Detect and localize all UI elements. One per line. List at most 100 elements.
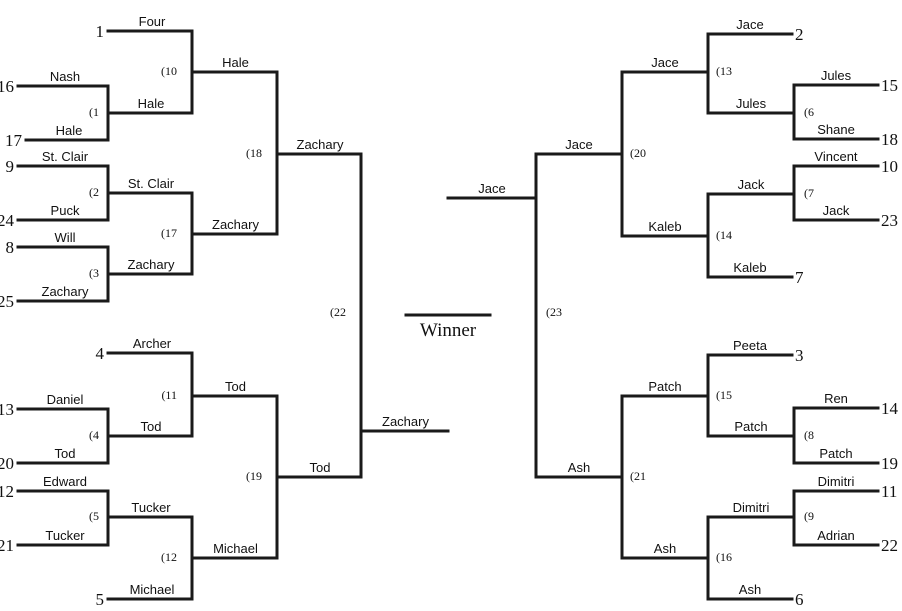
game-number-g6: (6 — [804, 105, 814, 119]
seed-number-15: 15 — [881, 76, 898, 95]
game-number-g21: (21 — [630, 469, 646, 483]
winner-name-g23: Jace — [478, 181, 505, 196]
entrant-name-seed-9: St. Clair — [42, 149, 89, 164]
game-number-g2: (2 — [89, 185, 99, 199]
entrant-name-seed-6: Ash — [739, 582, 761, 597]
winner-name-g13: Jace — [651, 55, 678, 70]
seed-number-8: 8 — [6, 238, 15, 257]
game-number-g3: (3 — [89, 266, 99, 280]
seed-number-24: 24 — [0, 211, 15, 230]
winner-name-g12: Michael — [213, 541, 258, 556]
game-number-g13: (13 — [716, 64, 732, 78]
winner-name-g10: Hale — [222, 55, 249, 70]
winner-name-g21: Ash — [568, 460, 590, 475]
game-number-g22: (22 — [330, 305, 346, 319]
seed-number-10: 10 — [881, 157, 898, 176]
entrant-name-seed-25: Zachary — [42, 284, 89, 299]
winner-name-g20: Jace — [565, 137, 592, 152]
entrant-name-seed-18: Shane — [817, 122, 855, 137]
entrant-name-seed-11: Dimitri — [818, 474, 855, 489]
entrant-name-seed-17: Hale — [56, 123, 83, 138]
seed-number-16: 16 — [0, 77, 14, 96]
seed-number-9: 9 — [6, 157, 15, 176]
seed-number-14: 14 — [881, 399, 899, 418]
entrant-name-seed-10: Vincent — [814, 149, 858, 164]
seed-number-21: 21 — [0, 536, 14, 555]
winner-name-g11: Tod — [225, 379, 246, 394]
seed-number-12: 12 — [0, 482, 14, 501]
winner-name-g18: Zachary — [297, 137, 344, 152]
winner-name-g8: Patch — [734, 419, 767, 434]
entrant-name-seed-1: Four — [139, 14, 166, 29]
winner-name-g4: Tod — [141, 419, 162, 434]
game-number-g17: (17 — [161, 226, 177, 240]
seed-number-18: 18 — [881, 130, 898, 149]
winner-name-g1: Hale — [138, 96, 165, 111]
winner-name-g17: Zachary — [212, 217, 259, 232]
seed-number-1: 1 — [96, 22, 105, 41]
game-number-g16: (16 — [716, 550, 732, 564]
winner-name-g3: Zachary — [128, 257, 175, 272]
entrant-name-seed-16: Nash — [50, 69, 80, 84]
entrant-name-seed-13: Daniel — [47, 392, 84, 407]
game-number-g15: (15 — [716, 388, 732, 402]
winner-label: Winner — [420, 320, 477, 341]
game-number-g4: (4 — [89, 428, 99, 442]
game-number-g11: (11 — [161, 388, 177, 402]
game-number-g9: (9 — [804, 509, 814, 523]
entrant-name-seed-12: Edward — [43, 474, 87, 489]
seed-number-2: 2 — [795, 25, 804, 44]
bracket-lines — [16, 29, 880, 601]
seed-number-3: 3 — [795, 346, 804, 365]
entrant-name-seed-5: Michael — [130, 582, 175, 597]
game-number-g19: (19 — [246, 469, 262, 483]
entrant-name-seed-15: Jules — [821, 68, 852, 83]
winner-name-g7: Jack — [738, 177, 765, 192]
game-number-g1: (1 — [89, 105, 99, 119]
entrant-name-seed-20: Tod — [55, 446, 76, 461]
seed-number-13: 13 — [0, 400, 14, 419]
seed-number-25: 25 — [0, 292, 14, 311]
winner-name-g9: Dimitri — [733, 500, 770, 515]
entrant-name-seed-2: Jace — [736, 17, 763, 32]
seed-number-11: 11 — [881, 482, 897, 501]
winner-name-g16: Ash — [654, 541, 676, 556]
seed-number-4: 4 — [96, 344, 105, 363]
game-number-g7: (7 — [804, 186, 814, 200]
seed-number-20: 20 — [0, 454, 14, 473]
seed-number-6: 6 — [795, 590, 804, 609]
seed-number-17: 17 — [5, 131, 23, 150]
seed-number-19: 19 — [881, 454, 898, 473]
entrant-name-seed-23: Jack — [823, 203, 850, 218]
game-number-g8: (8 — [804, 428, 814, 442]
winner-name-g22: Zachary — [382, 414, 429, 429]
game-number-g23: (23 — [546, 305, 562, 319]
entrant-name-seed-21: Tucker — [45, 528, 85, 543]
seed-number-7: 7 — [795, 268, 804, 287]
entrant-name-seed-3: Peeta — [733, 338, 768, 353]
seed-number-22: 22 — [881, 536, 898, 555]
entrant-name-seed-19: Patch — [819, 446, 852, 461]
winner-name-g14: Kaleb — [648, 219, 681, 234]
seed-number-23: 23 — [881, 211, 898, 230]
entrant-name-seed-8: Will — [55, 230, 76, 245]
entrant-name-seed-14: Ren — [824, 391, 848, 406]
game-number-g14: (14 — [716, 228, 732, 242]
winner-name-g6: Jules — [736, 96, 767, 111]
game-number-g20: (20 — [630, 146, 646, 160]
game-number-g5: (5 — [89, 509, 99, 523]
winner-name-g19: Tod — [310, 460, 331, 475]
winner-name-g2: St. Clair — [128, 176, 175, 191]
winner-name-g15: Patch — [648, 379, 681, 394]
game-number-g10: (10 — [161, 64, 177, 78]
game-number-g18: (18 — [246, 146, 262, 160]
game-number-g12: (12 — [161, 550, 177, 564]
entrant-name-seed-7: Kaleb — [733, 260, 766, 275]
winner-name-g5: Tucker — [131, 500, 171, 515]
entrant-name-seed-22: Adrian — [817, 528, 855, 543]
seed-number-5: 5 — [96, 590, 105, 609]
entrant-name-seed-4: Archer — [133, 336, 172, 351]
entrant-name-seed-24: Puck — [51, 203, 80, 218]
